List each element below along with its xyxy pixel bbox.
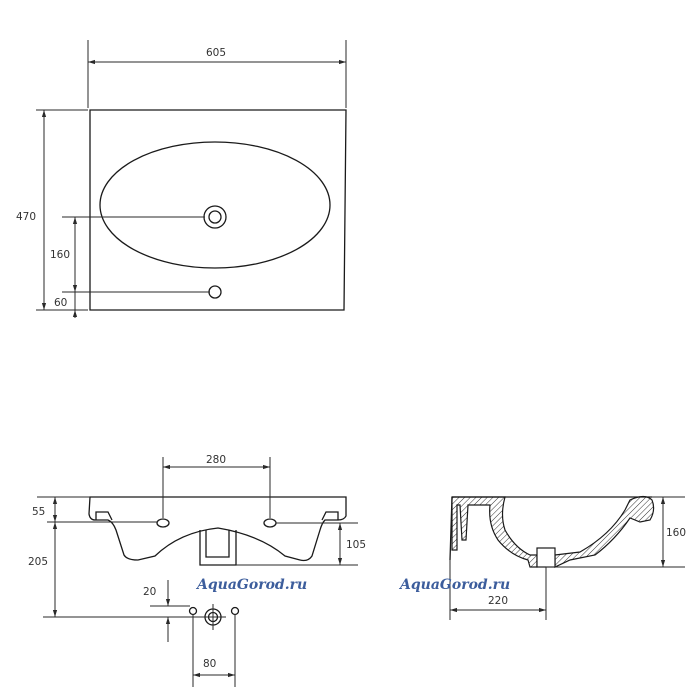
top-view: 605 470 160 60 [16, 40, 347, 318]
watermark: AquaGorod.ru [195, 577, 307, 593]
side-depth-label: 220 [488, 595, 508, 607]
offset-label: 20 [143, 586, 156, 598]
front-view: 280 55 205 105 20 80 AquaGorod.ru [28, 454, 366, 687]
section-wall-right [554, 495, 655, 568]
mount-hole-icon [156, 518, 170, 528]
mount-hole-icon [263, 518, 277, 528]
rim-detail [95, 511, 339, 521]
drain-icon [203, 205, 227, 229]
tap-offset-label: 60 [54, 297, 67, 309]
total-height-label: 205 [28, 556, 48, 568]
side-height-label: 160 [666, 527, 686, 539]
bowl-outline [99, 141, 331, 269]
mount-holes-label: 280 [206, 454, 226, 466]
side-view: 160 220 AquaGorod.ru [398, 495, 686, 620]
basin-front-outline [88, 496, 347, 562]
watermark: AquaGorod.ru [398, 577, 510, 593]
tap-hole-icon [230, 606, 240, 616]
width-label: 605 [206, 47, 226, 59]
tap-hole-icon [188, 606, 198, 616]
rim-height-label: 55 [32, 506, 45, 518]
drain-section [536, 547, 556, 568]
basin-outline [89, 109, 347, 311]
bowl-depth-label: 105 [346, 539, 366, 551]
drain-body [199, 530, 237, 566]
tap-hole-icon [208, 285, 222, 299]
spacing-label: 80 [203, 658, 216, 670]
drain-inner [208, 210, 222, 224]
section-wall-left [451, 496, 538, 568]
drain-offset-label: 160 [50, 249, 70, 261]
depth-label: 470 [16, 211, 36, 223]
